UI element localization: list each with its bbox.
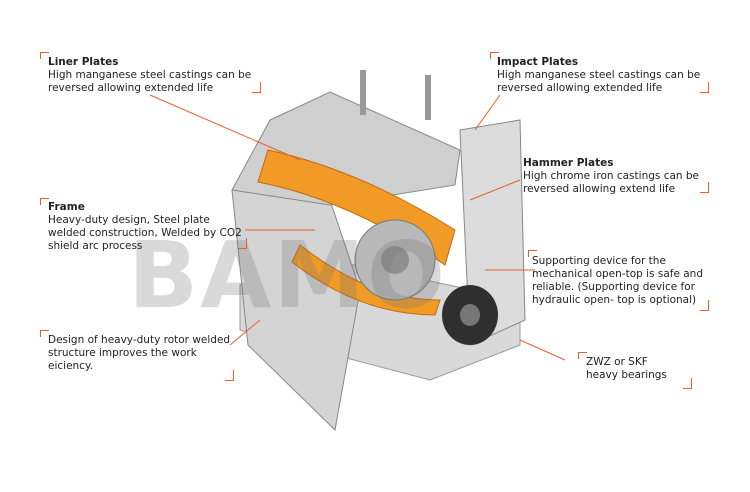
callout-liner-plates: Liner Plates High manganese steel castin…	[48, 56, 251, 95]
bracket-liner-end	[252, 82, 261, 93]
liner-plates-title: Liner Plates	[48, 56, 251, 69]
impact-plates-desc: High manganese steel castings can be rev…	[497, 69, 700, 95]
callout-rotor: Design of heavy-duty rotor welded struct…	[48, 334, 230, 373]
bracket-hammer	[700, 182, 709, 193]
bracket-bearings-end	[683, 378, 692, 389]
adjust-rod-left	[360, 70, 366, 115]
callout-bearings: ZWZ or SKF heavy bearings	[586, 356, 667, 382]
hammer-plates-title: Hammer Plates	[523, 157, 699, 170]
frame-title: Frame	[48, 201, 242, 214]
rotor-desc: Design of heavy-duty rotor welded struct…	[48, 334, 230, 373]
callout-supporting-device: Supporting device for the mechanical ope…	[532, 255, 703, 307]
adjust-rod-right	[425, 75, 431, 120]
bearing-center	[460, 304, 480, 326]
liner-plates-desc: High manganese steel castings can be rev…	[48, 69, 251, 95]
frame-desc: Heavy-duty design, Steel plate welded co…	[48, 214, 242, 253]
hammer-plates-desc: High chrome iron castings can be reverse…	[523, 170, 699, 196]
impact-plates-title: Impact Plates	[497, 56, 700, 69]
callout-impact-plates: Impact Plates High manganese steel casti…	[497, 56, 700, 95]
supporting-device-desc: Supporting device for the mechanical ope…	[532, 255, 703, 307]
bracket-impact-end	[700, 82, 709, 93]
callout-frame: Frame Heavy-duty design, Steel plate wel…	[48, 201, 242, 253]
bearings-desc: ZWZ or SKF heavy bearings	[586, 356, 667, 382]
callout-hammer-plates: Hammer Plates High chrome iron castings …	[523, 157, 699, 196]
